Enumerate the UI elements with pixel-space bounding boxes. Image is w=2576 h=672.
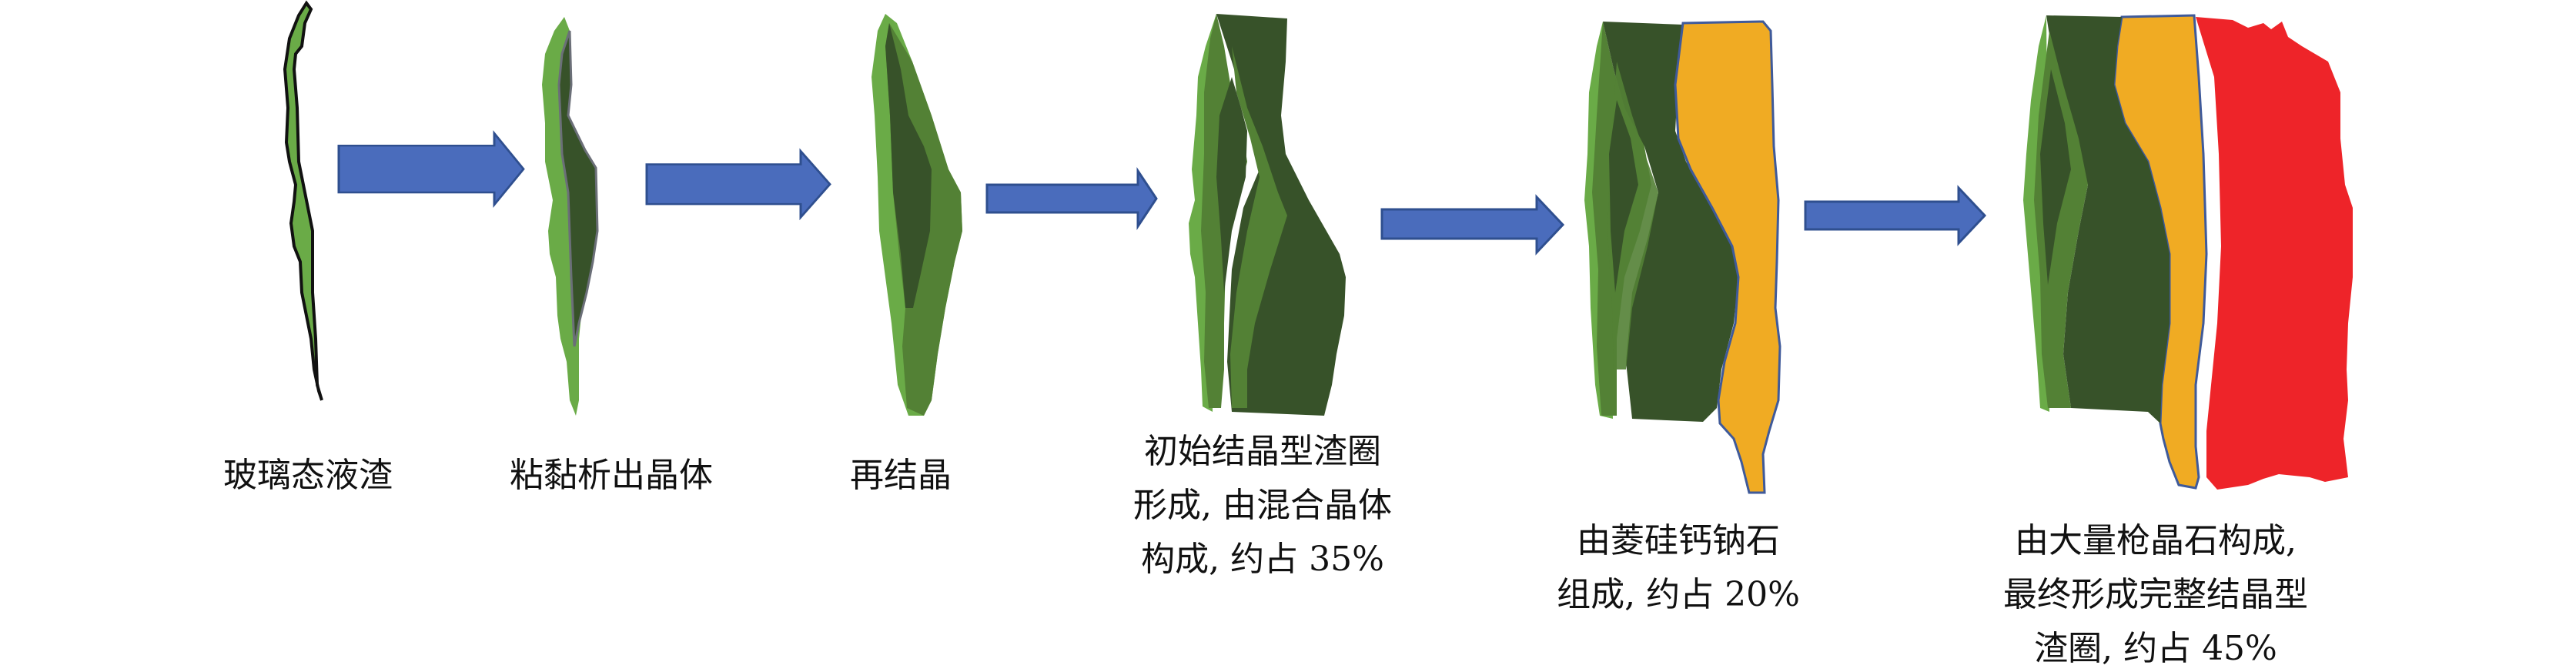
stage-1-glassy-slag-shape bbox=[283, 0, 323, 401]
stage-4-initial-ring-shape bbox=[1189, 14, 1346, 416]
arrow-5 bbox=[1804, 185, 1987, 246]
stage-4-label-line: 形成, 由混合晶体 bbox=[1133, 486, 1392, 525]
stage-3-label-line: 再结晶 bbox=[850, 456, 952, 495]
stage-1-label: 玻璃态液渣 bbox=[223, 449, 393, 503]
arrow-4 bbox=[1380, 194, 1565, 256]
arrow-3 bbox=[985, 167, 1158, 230]
stage-4-label-line: 构成, 约占 35% bbox=[1141, 540, 1384, 579]
stage-6-label-line: 最终形成完整结晶型 bbox=[2003, 575, 2308, 614]
stage-5-label-line: 由菱硅钙钠石 bbox=[1576, 521, 1780, 560]
stage-4-label-line: 初始结晶型渣圈 bbox=[1143, 432, 1381, 471]
stage-2-label-line: 粘黏析出晶体 bbox=[510, 456, 713, 495]
stage-6-label-line: 由大量枪晶石构成, bbox=[2015, 521, 2297, 560]
stage-5-layer-shape bbox=[1584, 20, 1781, 494]
stage-4-label: 初始结晶型渣圈 形成, 由混合晶体 构成, 约占 35% bbox=[1133, 425, 1392, 587]
stage-6-label: 由大量枪晶石构成, 最终形成完整结晶型 渣圈, 约占 45% bbox=[2003, 514, 2308, 672]
stage-2-precipitation-shape bbox=[542, 17, 599, 416]
stage-3-label: 再结晶 bbox=[850, 449, 952, 503]
stage-6-complete-ring-shape bbox=[2023, 14, 2353, 490]
stage-2-label: 粘黏析出晶体 bbox=[510, 449, 713, 503]
stage-5-label-line: 组成, 约占 20% bbox=[1557, 575, 1800, 614]
stage-6-label-line: 渣圈, 约占 45% bbox=[2034, 629, 2277, 668]
stage-5-label: 由菱硅钙钠石 组成, 约占 20% bbox=[1557, 514, 1800, 622]
arrow-1 bbox=[337, 130, 525, 209]
stage-1-label-line: 玻璃态液渣 bbox=[223, 456, 393, 495]
arrow-2 bbox=[645, 148, 831, 221]
stage-3-recrystallization-shape bbox=[871, 14, 962, 416]
